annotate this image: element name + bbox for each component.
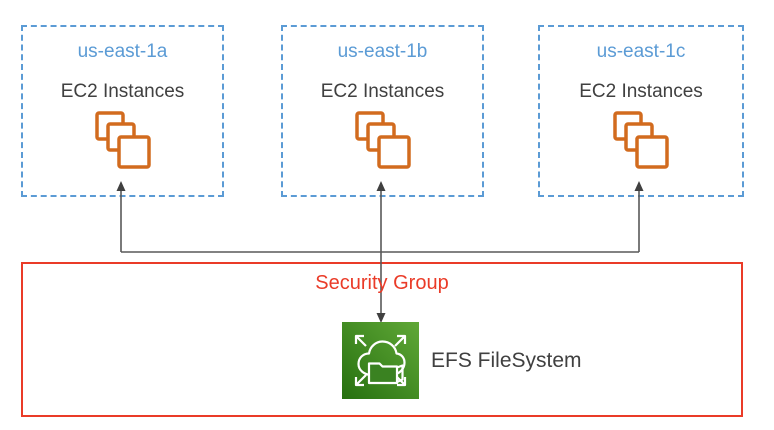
- arrowhead-up-right: [634, 181, 644, 191]
- arrowhead-down-efs: [376, 313, 386, 323]
- efs-filesystem-icon: [342, 322, 419, 399]
- az-title: us-east-1a: [77, 41, 168, 62]
- arrowhead-up-center: [376, 181, 386, 191]
- efs-filesystem-label: EFS FileSystem: [431, 349, 582, 372]
- folder-shape: [367, 362, 399, 385]
- cloud-shape: [357, 340, 406, 377]
- ec2-instances-label: EC2 Instances: [579, 80, 703, 102]
- expand-arrow-top-left: [354, 334, 367, 347]
- expand-arrow-top-right: [394, 334, 407, 347]
- security-group-label: Security Group: [315, 272, 449, 294]
- expand-arrow-bottom-left: [354, 374, 367, 387]
- folder-page: [396, 364, 404, 384]
- az-title: us-east-1c: [596, 41, 686, 62]
- ec2-instances-icon: [94, 110, 151, 169]
- efs-icon-background: [342, 322, 419, 399]
- ec2-instances-label: EC2 Instances: [60, 80, 185, 102]
- az-title: us-east-1b: [337, 41, 428, 62]
- arrowhead-up-left: [116, 181, 126, 191]
- ec2-instances-icon: [354, 110, 411, 169]
- ec2-instances-label: EC2 Instances: [320, 80, 445, 102]
- security-group-box: [21, 262, 743, 417]
- az-box-us-east-1b: us-east-1b EC2 Instances: [281, 25, 484, 197]
- az-box-us-east-1a: us-east-1a EC2 Instances: [21, 25, 224, 197]
- az-box-us-east-1c: us-east-1c EC2 Instances: [538, 25, 744, 197]
- ec2-instances-icon: [613, 110, 669, 169]
